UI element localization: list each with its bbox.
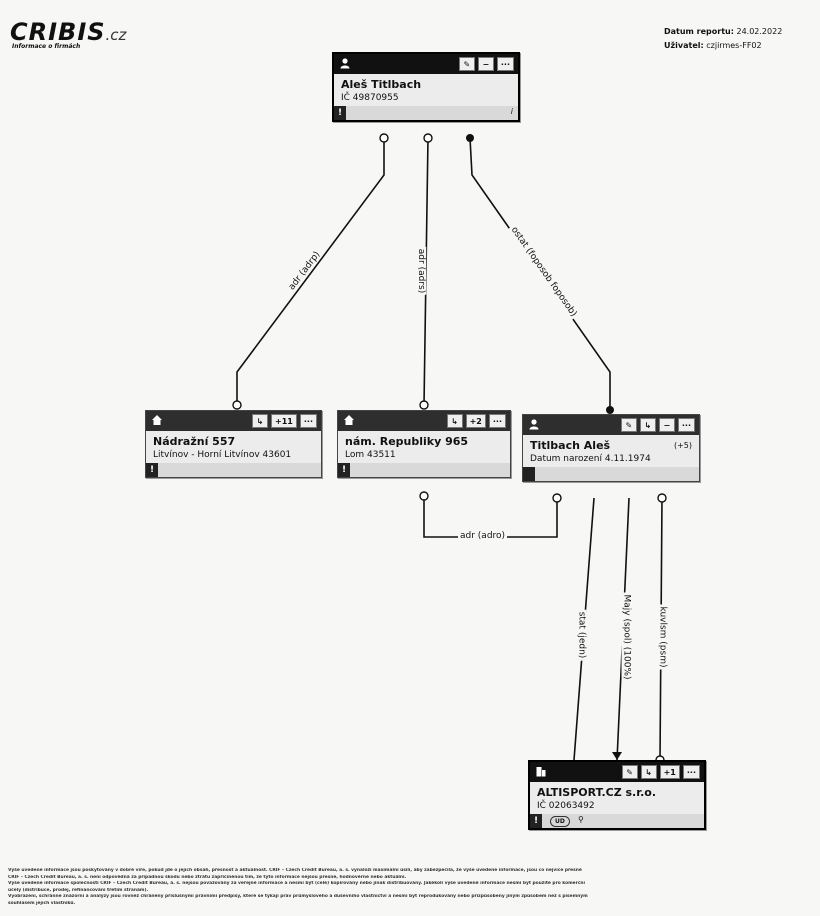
warning-icon: ! [146,463,158,477]
expand-button[interactable]: ↳ [639,418,656,432]
node-address-line: Litvínov - Horní Litvínov 43601 [153,450,292,460]
edge-label-root-addr2: adr (adrs) [416,246,427,296]
pin-button[interactable]: ✎ [458,57,475,71]
node-address-2[interactable]: ↳ +2 ··· nám. Republiky 965 Lom 43511 ! [337,410,511,478]
person-icon [340,58,350,69]
collapse-button[interactable]: − [658,418,675,432]
cribis-logo: CRIBIS.cz Informace o firmách [10,18,127,50]
port-addr2-top [419,400,429,410]
report-user-label: Uživatel: [664,41,704,50]
node-birth-date: Datum narození 4.11.1974 [530,454,651,464]
arrowhead-icon [612,752,622,760]
pin-button[interactable]: ✎ [621,765,638,779]
port-person-top [606,406,614,414]
warning-icon: ! [334,106,346,120]
warning-icon: ! [338,463,350,477]
warning-icon: ! [530,814,542,828]
logo-tagline: Informace o firmách [12,43,81,50]
collapse-button[interactable]: − [477,57,494,71]
expand-button[interactable]: ↳ [446,414,463,428]
port-addr2-bottom [419,491,429,501]
node-title: nám. Republiky 965 [345,435,469,448]
building-icon [536,767,546,777]
house-icon [152,415,162,425]
report-date-value: 24.02.2022 [736,27,783,36]
node-title: Titlbach Aleš [530,439,611,452]
more-button[interactable]: ··· [299,414,317,428]
location-pin-icon: ⚲ [578,815,584,824]
edge-label-person-addr2: adr (adro) [458,531,508,541]
node-address-line: Lom 43511 [345,450,396,460]
node-title: Nádražní 557 [153,435,236,448]
person-icon [529,419,539,430]
node-company[interactable]: ✎ ↳ +1 ··· ALTISPORT.CZ s.r.o. IČ 020634… [528,760,706,830]
edge-label-person-company-3: kuvlsm (psm) [657,604,668,670]
edge-label-person-company-1: stat (jedn) [576,609,587,661]
more-button[interactable]: ··· [488,414,506,428]
more-button[interactable]: ··· [496,57,514,71]
port-person-1 [552,493,562,503]
edge-label-person-company-2: Majy (spol) (100%) [621,592,632,682]
report-meta: Datum reportu: 24.02.2022 Uživatel: czji… [664,25,782,53]
node-address-1[interactable]: ↳ +11 ··· Nádražní 557 Litvínov - Horní … [145,410,322,478]
node-title: ALTISPORT.CZ s.r.o. [537,786,656,799]
node-title: Aleš Titlbach [341,78,422,91]
house-icon [344,415,354,425]
port-root-1 [379,133,389,143]
port-person-4 [657,493,667,503]
port-root-3 [466,134,474,142]
report-user-value: czjirmes-FF02 [706,41,762,50]
pin-button[interactable]: ✎ [620,418,637,432]
link-root-addr1 [236,138,385,405]
more-button[interactable]: ··· [677,418,695,432]
more-links-button[interactable]: +11 [271,414,297,428]
more-count-badge: (+5) [673,441,692,450]
expand-button[interactable]: ↳ [252,414,269,428]
report-date-label: Datum reportu: [664,27,734,36]
node-ico: IČ 02063492 [537,801,595,811]
more-links-button[interactable]: +2 [465,414,486,428]
info-icon[interactable]: i [510,107,513,116]
more-button[interactable]: ··· [682,765,700,779]
ud-badge: UD [550,816,570,827]
node-person[interactable]: ✎ ↳ − ··· Titlbach Aleš Datum narození 4… [522,414,700,482]
node-root[interactable]: ✎ − ··· Aleš Titlbach IČ 49870955 ! i [332,52,520,122]
port-addr1 [232,400,242,410]
expand-button[interactable]: ↳ [640,765,657,779]
port-root-2 [423,133,433,143]
warning-icon [523,467,535,481]
legal-disclaimer: Výše uvedené informace jsou poskytovány … [8,868,588,906]
more-links-button[interactable]: +1 [659,765,680,779]
node-ico: IČ 49870955 [341,93,399,103]
